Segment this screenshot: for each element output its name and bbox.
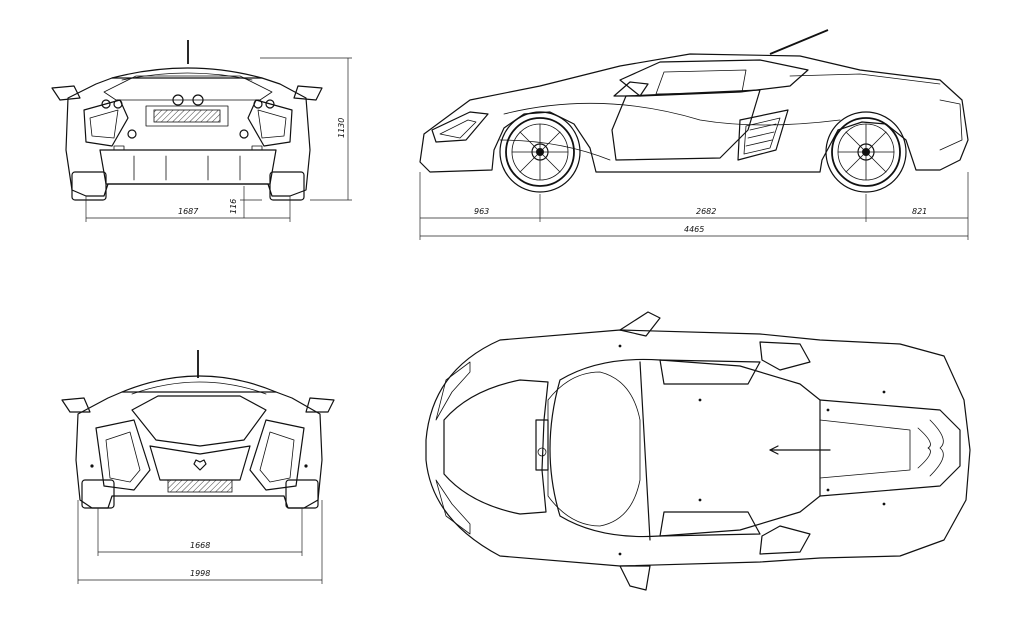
dim-front-track: 1668 xyxy=(190,541,210,550)
dim-overall-length: 4465 xyxy=(684,225,704,234)
rear-view: 1687 116 1130 xyxy=(51,40,352,222)
front-wheel xyxy=(499,111,581,193)
front-view: 1668 1998 xyxy=(61,350,335,584)
dim-wheelbase: 2682 xyxy=(696,207,716,216)
dim-rear-track: 1687 xyxy=(178,207,199,216)
dim-overall-width: 1998 xyxy=(190,569,210,578)
side-view: 963 2682 821 4465 xyxy=(419,29,969,240)
dim-height: 1130 xyxy=(337,118,346,138)
top-view xyxy=(425,311,971,591)
rear-wheel xyxy=(825,111,907,193)
dim-rear-overhang: 821 xyxy=(912,207,927,216)
dim-ground-clearance: 116 xyxy=(229,199,238,214)
dim-front-overhang: 963 xyxy=(474,207,489,216)
